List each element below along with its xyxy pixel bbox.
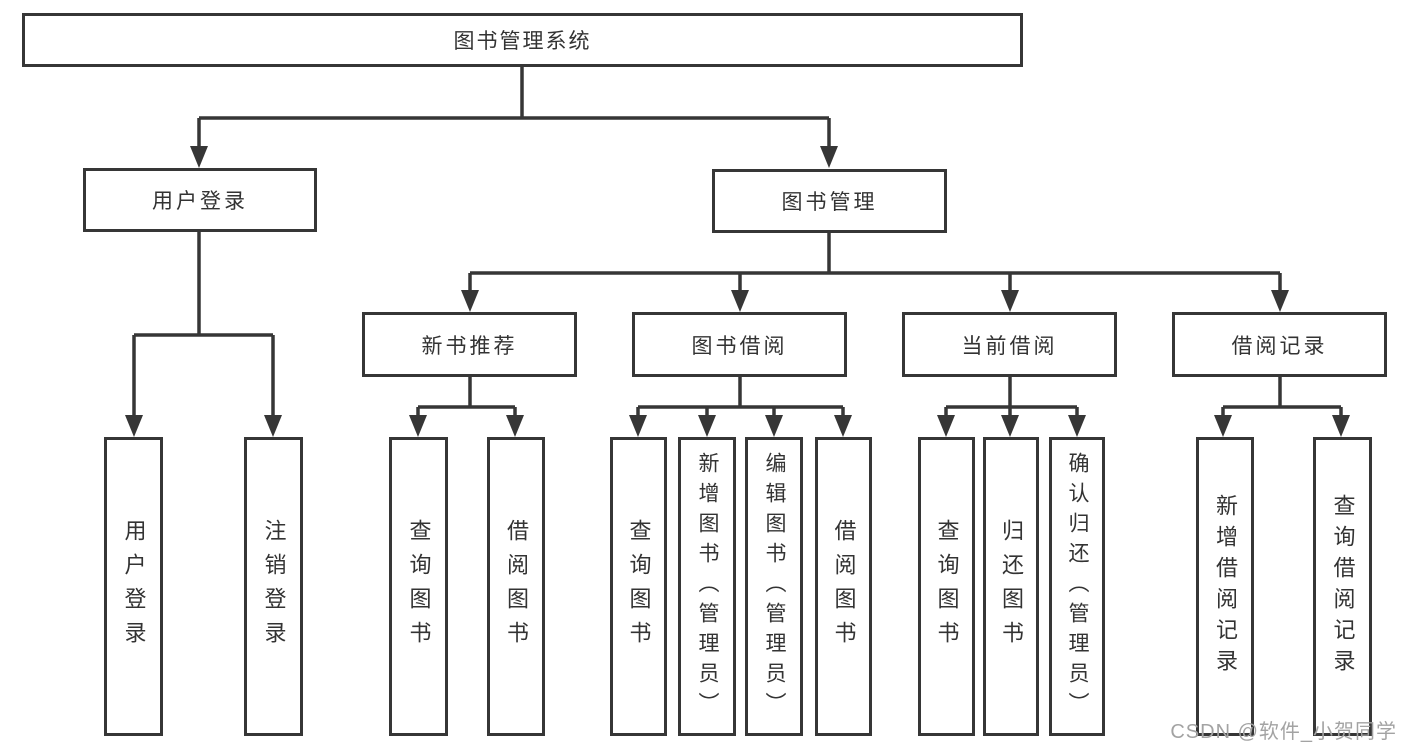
- node-book-management: 图书管理: [712, 169, 947, 233]
- watermark-text: CSDN @软件_小贺同学: [1170, 721, 1397, 743]
- node-current-borrow: 当前借阅: [902, 312, 1117, 377]
- node-new-book-recommend: 新书推荐: [362, 312, 577, 377]
- leaf-query-book-borrow: 查询图书: [610, 437, 667, 736]
- leaf-query-book-current: 查询图书: [918, 437, 975, 736]
- node-user-login: 用户登录: [83, 168, 317, 232]
- node-borrow-record: 借阅记录: [1172, 312, 1387, 377]
- leaf-logout-login: 注销登录: [244, 437, 303, 736]
- leaf-borrow-book: 借阅图书: [815, 437, 872, 736]
- leaf-borrow-book-recommend: 借阅图书: [487, 437, 545, 736]
- leaf-edit-book-admin: 编辑图书（管理员）: [745, 437, 803, 736]
- node-book-borrow: 图书借阅: [632, 312, 847, 377]
- leaf-return-book: 归还图书: [983, 437, 1039, 736]
- leaf-confirm-return-admin: 确认归还（管理员）: [1049, 437, 1105, 736]
- leaf-user-login: 用户登录: [104, 437, 163, 736]
- arrowheads: [125, 146, 1350, 437]
- leaf-add-book-admin: 新增图书（管理员）: [678, 437, 736, 736]
- node-root: 图书管理系统: [22, 13, 1023, 67]
- leaf-query-borrow-record: 查询借阅记录: [1313, 437, 1372, 736]
- leaf-query-book-recommend: 查询图书: [389, 437, 448, 736]
- leaf-add-borrow-record: 新增借阅记录: [1196, 437, 1254, 736]
